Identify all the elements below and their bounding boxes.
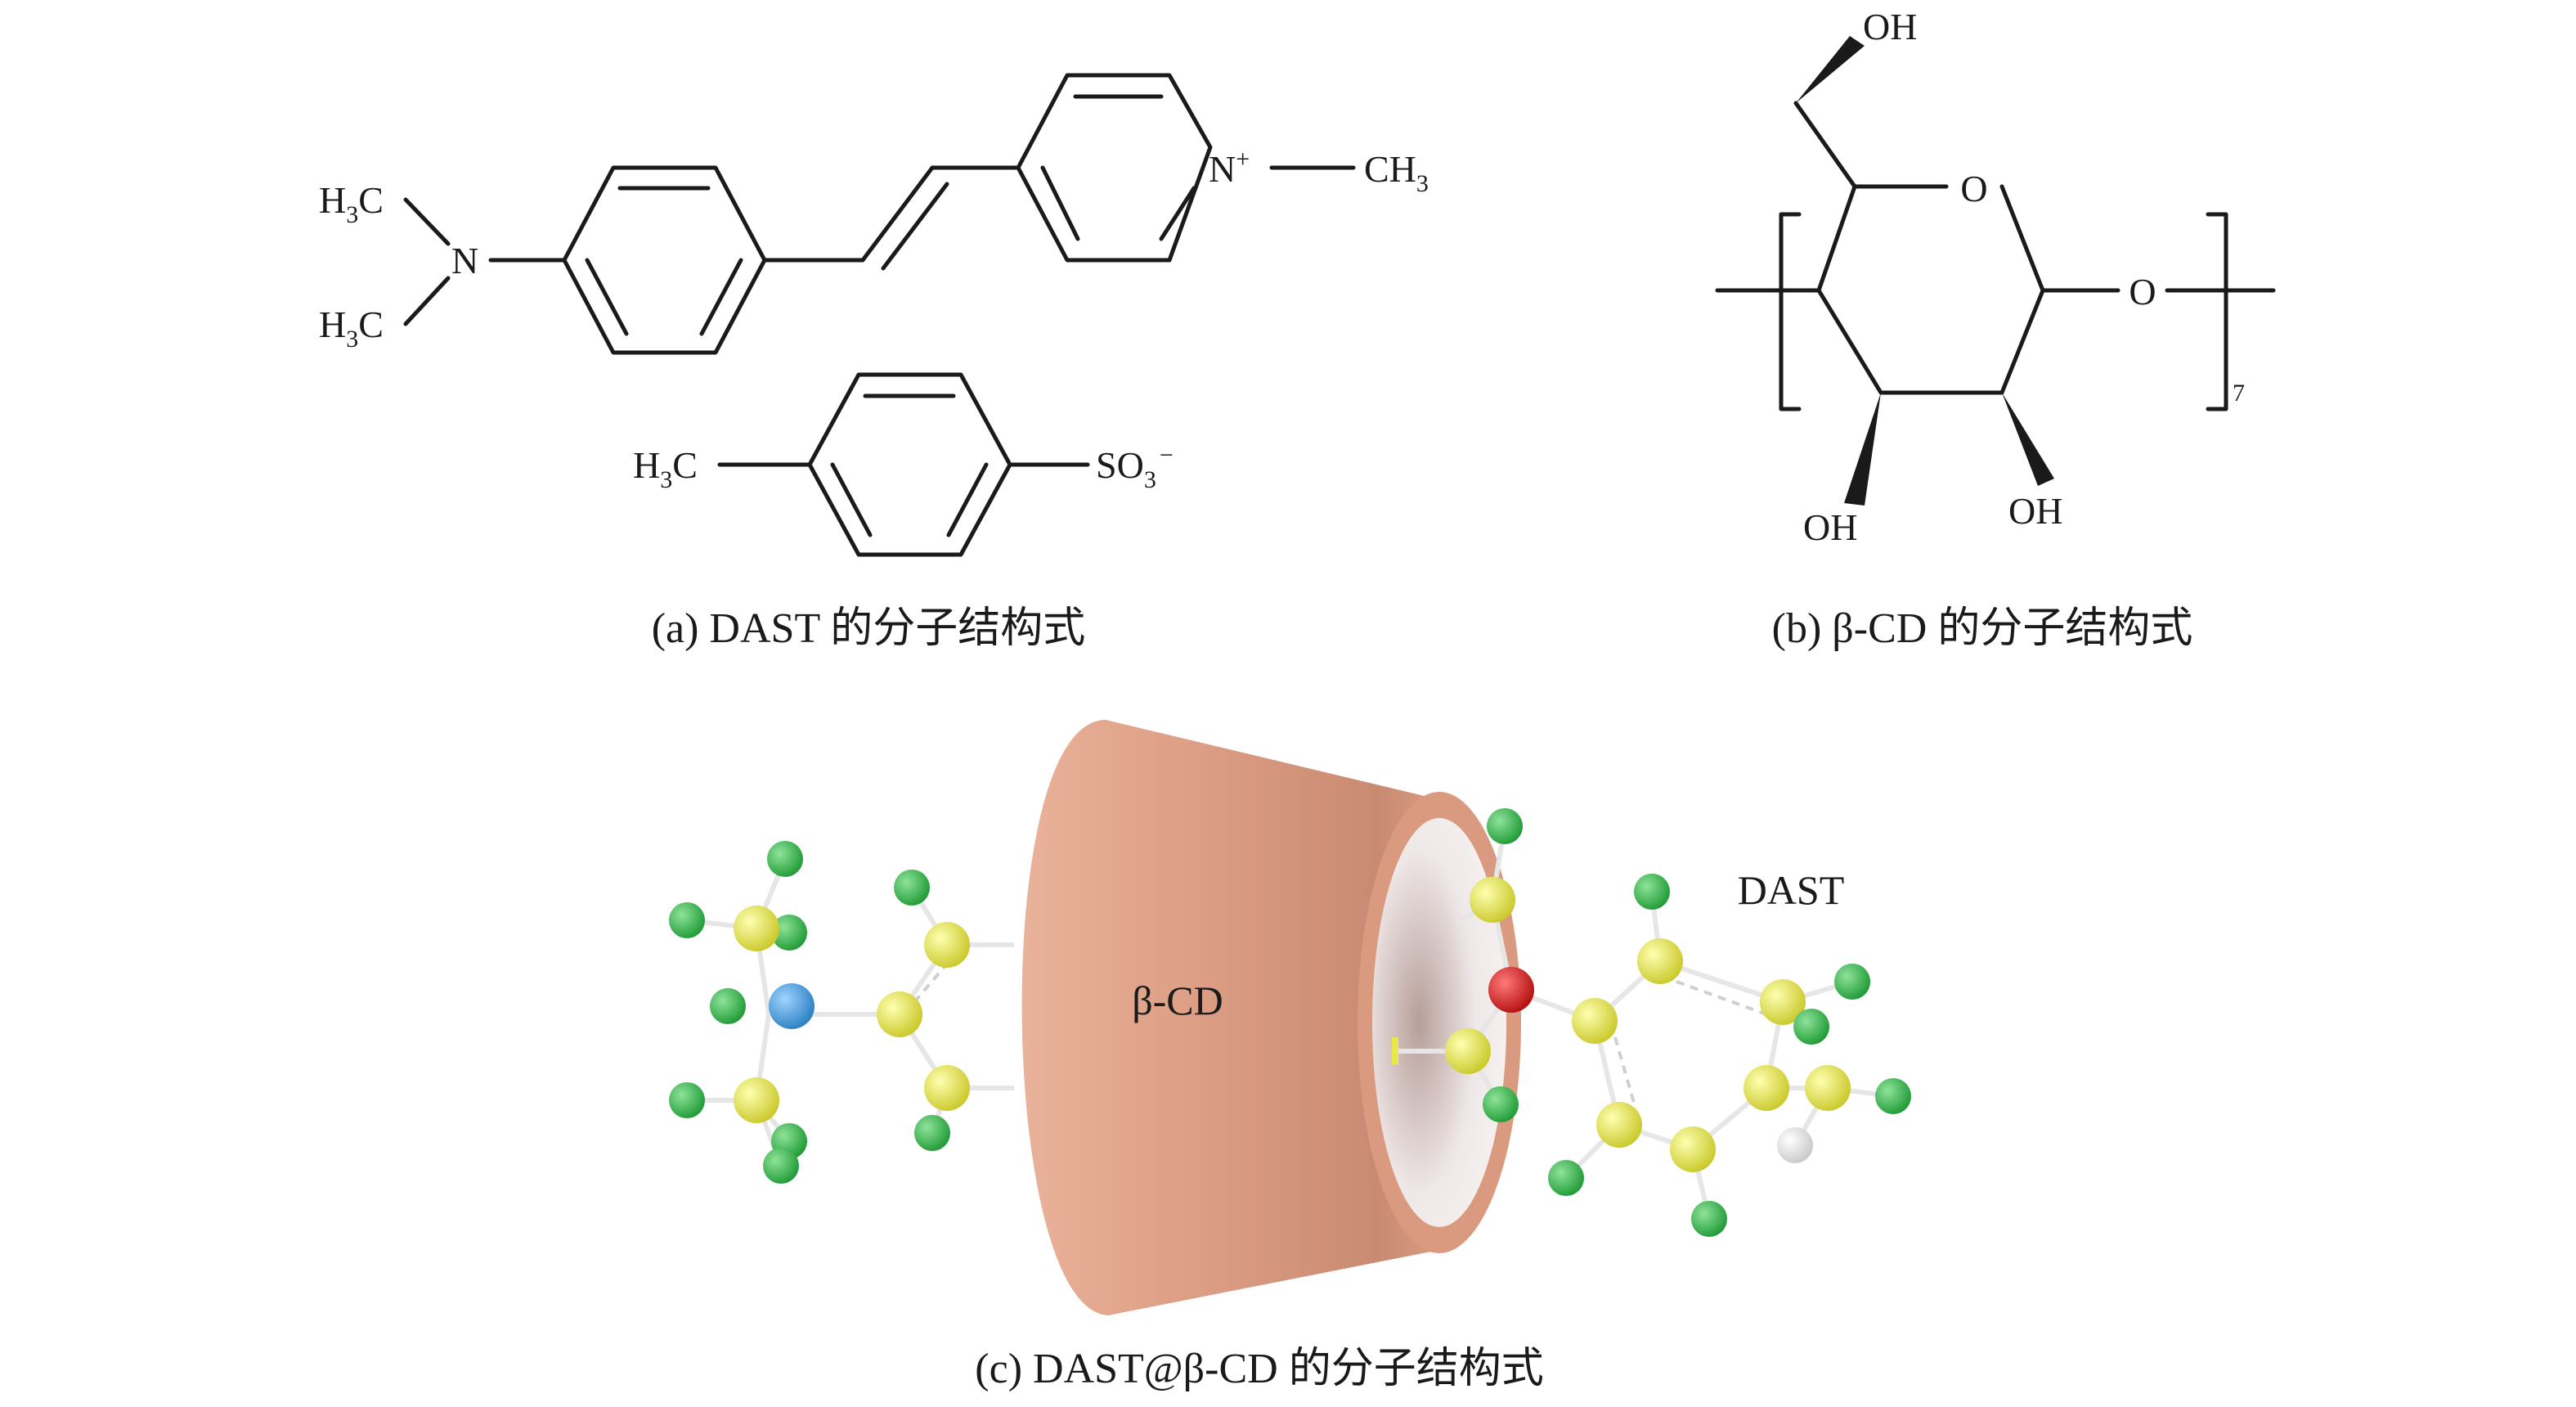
panel-b-beta-cd-structure: OH O O OH OH 7 (b) β-CD 的分子结构式 xyxy=(1715,6,2276,652)
atom-h xyxy=(710,988,746,1024)
bridge-o-label: O xyxy=(2129,271,2156,312)
atom-c xyxy=(1760,979,1806,1025)
atom-c xyxy=(1596,1102,1642,1148)
caption-b: (b) β-CD 的分子结构式 xyxy=(1772,605,2193,652)
atom-h xyxy=(1793,1009,1829,1045)
ch3-label: CH3 xyxy=(1364,148,1429,197)
beta-cd-label: β-CD xyxy=(1132,978,1223,1023)
atom-c xyxy=(1445,1028,1491,1074)
oh-left-label: OH xyxy=(1803,506,1857,548)
atom-h xyxy=(669,902,705,938)
atom-c xyxy=(877,991,922,1037)
dast-atom-labels: H3C H3C N N+ CH3 H3C SO3− xyxy=(319,146,1429,493)
beta-cd-bonds xyxy=(1715,36,2276,506)
atom-h xyxy=(1875,1078,1911,1114)
atom-c xyxy=(1744,1065,1789,1111)
atom-c xyxy=(924,1065,970,1111)
atom-c xyxy=(1470,877,1515,923)
atom-h xyxy=(1691,1201,1727,1237)
atom-c xyxy=(1670,1126,1716,1172)
atom-c xyxy=(734,906,779,951)
atom-h xyxy=(1634,874,1670,910)
amine-n-label: N xyxy=(451,240,478,281)
caption-a: (a) DAST 的分子结构式 xyxy=(652,605,1086,652)
atom-c xyxy=(1637,938,1683,984)
beta-cd-cone xyxy=(1021,720,1521,1315)
tosyl-h3c-label: H3C xyxy=(633,444,698,493)
atom-n xyxy=(769,983,815,1029)
atom-c-partial xyxy=(1392,1037,1398,1065)
atom-o xyxy=(1488,967,1534,1013)
h3c-top-label: H3C xyxy=(319,179,384,228)
atom-c xyxy=(1572,998,1618,1044)
atom-c xyxy=(924,922,970,968)
oh-top-label: OH xyxy=(1863,6,1917,47)
dast-bonds xyxy=(403,73,1356,557)
atom-c xyxy=(734,1077,779,1123)
panel-c-inclusion-complex: β-CD xyxy=(669,720,1911,1392)
atom-h xyxy=(1548,1160,1584,1196)
so3-label: SO3− xyxy=(1096,442,1174,493)
atom-h xyxy=(1834,964,1870,1000)
atom-h xyxy=(1483,1086,1519,1122)
atom-h xyxy=(763,1148,799,1184)
oh-right-label: OH xyxy=(2008,490,2062,532)
complex-atoms xyxy=(669,808,1911,1237)
pyridinium-n-label: N+ xyxy=(1209,146,1250,190)
dast-guest-label: DAST xyxy=(1738,867,1845,913)
repeat-count-label: 7 xyxy=(2233,380,2245,407)
atom-h xyxy=(894,870,930,906)
atom-h xyxy=(771,915,807,951)
h3c-bottom-label: H3C xyxy=(319,303,384,353)
atom-other xyxy=(1777,1127,1813,1163)
atom-h xyxy=(767,841,803,877)
ring-o-label: O xyxy=(1960,168,1987,209)
atom-h xyxy=(669,1082,705,1118)
atom-h xyxy=(1487,808,1523,844)
beta-cd-atom-labels: OH O O OH OH 7 xyxy=(1803,6,2245,548)
atom-h xyxy=(914,1115,950,1151)
atom-c xyxy=(1805,1065,1851,1111)
caption-c: (c) DAST@β-CD 的分子结构式 xyxy=(975,1346,1543,1392)
panel-a-dast-structure: H3C H3C N N+ CH3 H3C SO3− (a) DAST 的分子结构… xyxy=(319,73,1429,652)
